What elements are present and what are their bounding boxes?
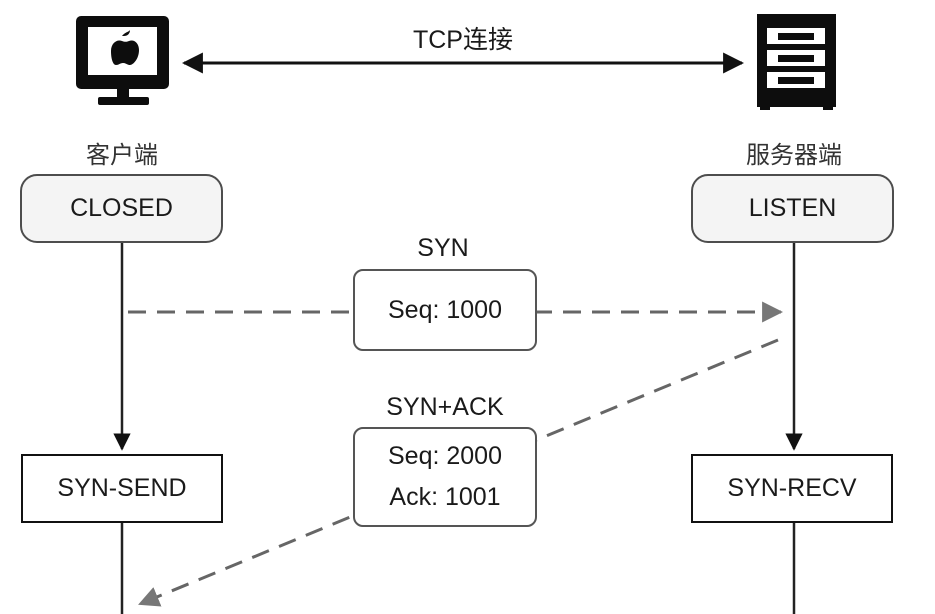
syn-packet-box: Seq: 1000 [353, 269, 537, 351]
syn-ack-seq-value: Seq: 2000 [388, 442, 502, 470]
syn-ack-ack-value: Ack: 1001 [389, 483, 501, 511]
tcp-connection-label: TCP连接 [412, 26, 513, 54]
syn-ack-packet-box: Seq: 2000 Ack: 1001 [353, 427, 537, 527]
server-label: 服务器端 [746, 142, 842, 169]
client-state-syn-send: SYN-SEND [21, 454, 223, 523]
server-state-syn-recv: SYN-RECV [691, 454, 893, 523]
server-state-listen: LISTEN [691, 174, 894, 243]
syn-title: SYN [417, 234, 469, 262]
syn-ack-title: SYN+ACK [386, 393, 504, 421]
client-state-closed: CLOSED [20, 174, 223, 243]
computer-icon [76, 16, 169, 105]
client-label: 客户端 [86, 142, 158, 169]
syn-seq-value: Seq: 1000 [388, 295, 502, 324]
server-cabinet-icon [757, 14, 836, 110]
